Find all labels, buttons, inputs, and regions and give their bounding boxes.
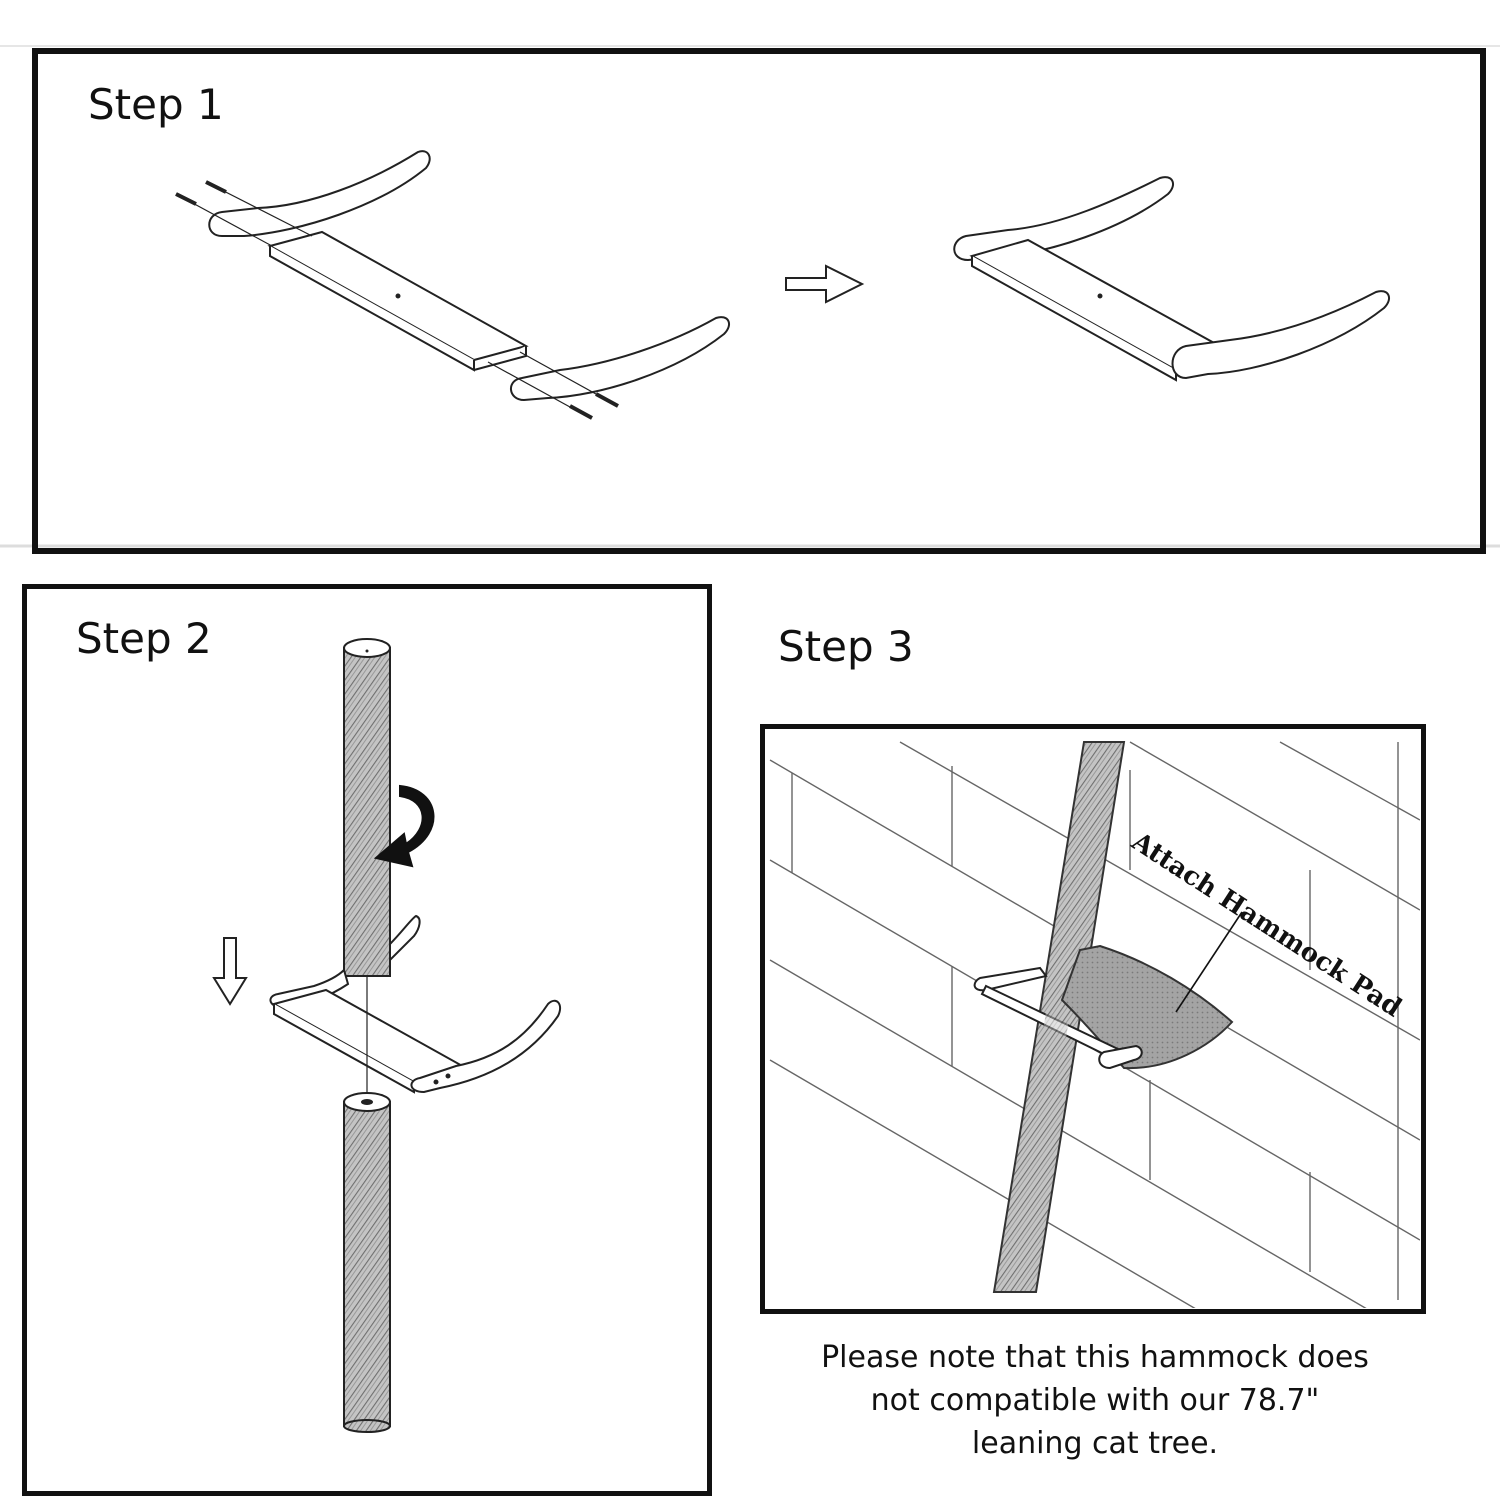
step2-lower-post	[343, 1092, 391, 1433]
right-arrow-icon	[785, 264, 865, 304]
brick-wall	[769, 741, 1420, 1308]
note-line-3: leaning cat tree.	[971, 1426, 1219, 1461]
down-arrow-icon	[212, 937, 248, 1006]
step1-panel	[32, 48, 1486, 554]
compatibility-note: Please note that this hammock does not c…	[770, 1336, 1420, 1465]
hammock-pad	[1060, 944, 1234, 1070]
step1-title: Step 1	[88, 80, 224, 129]
step2-shelf	[269, 914, 562, 1094]
step1-exploded-shelf	[208, 150, 731, 402]
step3-panel	[760, 724, 1426, 1314]
step3-title: Step 3	[778, 622, 914, 671]
callout-leader	[1175, 911, 1243, 1013]
step3-scene	[769, 741, 1420, 1308]
step1-screws	[175, 180, 619, 420]
note-line-1: Please note that this hammock does	[821, 1340, 1369, 1375]
step1-assembled-shelf	[953, 176, 1391, 382]
step2-title: Step 2	[76, 614, 212, 663]
step2-upper-post	[343, 638, 391, 977]
rotate-arrow-icon	[373, 784, 435, 868]
note-line-2: not compatible with our 78.7"	[870, 1383, 1320, 1418]
step2-panel	[22, 584, 712, 1496]
